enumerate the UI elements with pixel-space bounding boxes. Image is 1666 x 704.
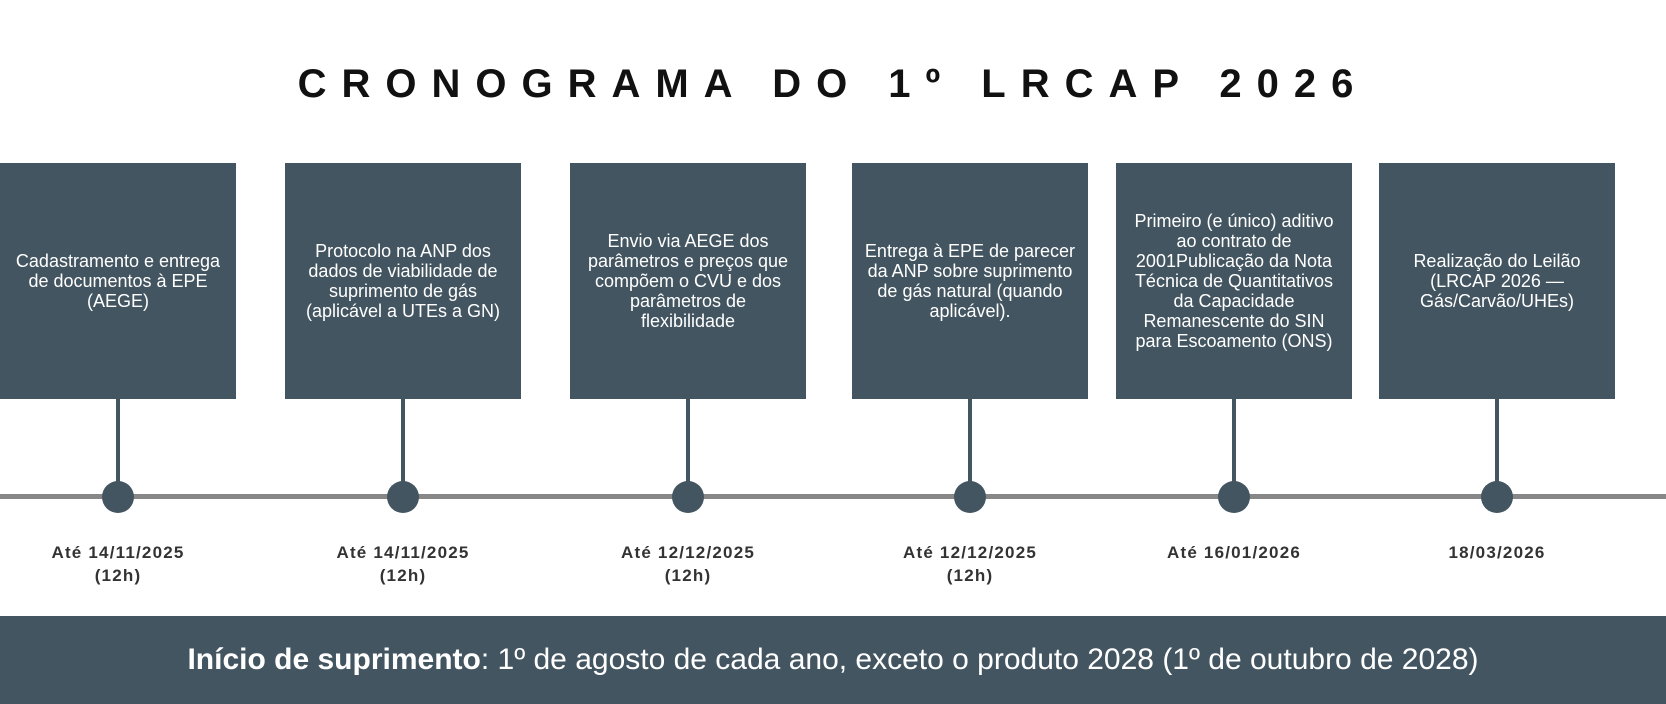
step-connector — [686, 399, 690, 496]
step-date: Até 14/11/2025 (12h) — [0, 541, 256, 587]
step-date: Até 16/01/2026 — [1096, 541, 1372, 564]
timeline-marker — [102, 481, 134, 513]
timeline-step: Entrega à EPE de parecer da ANP sobre su… — [852, 163, 1088, 585]
time-text: (12h) — [379, 566, 427, 585]
step-description: Protocolo na ANP dos dados de viabilidad… — [285, 163, 521, 399]
timeline-step: Cadastramento e entrega de documentos à … — [0, 163, 236, 585]
step-connector — [1232, 399, 1236, 496]
date-text: Até 14/11/2025 — [336, 543, 470, 562]
timeline-marker — [387, 481, 419, 513]
timeline-step: Envio via AEGE dos parâmetros e preços q… — [570, 163, 806, 585]
step-connector — [1495, 399, 1499, 496]
date-text: 18/03/2026 — [1448, 543, 1546, 562]
step-date: Até 12/12/2025 (12h) — [832, 541, 1108, 587]
date-text: Até 12/12/2025 — [903, 543, 1037, 562]
page-title: CRONOGRAMA DO 1º LRCAP 2026 — [297, 62, 1369, 106]
timeline-marker — [954, 481, 986, 513]
step-date: Até 14/11/2025 (12h) — [265, 541, 541, 587]
time-text: (12h) — [946, 566, 994, 585]
timeline-marker — [1218, 481, 1250, 513]
step-description: Realização do Leilão (LRCAP 2026 — Gás/C… — [1379, 163, 1615, 399]
timeline-step: Primeiro (e único) aditivo ao contrato d… — [1116, 163, 1352, 583]
timeline-step: Realização do Leilão (LRCAP 2026 — Gás/C… — [1379, 163, 1615, 583]
step-description: Envio via AEGE dos parâmetros e preços q… — [570, 163, 806, 399]
step-date: Até 12/12/2025 (12h) — [550, 541, 826, 587]
timeline-axis — [0, 494, 1666, 499]
time-text: (12h) — [94, 566, 142, 585]
step-description: Primeiro (e único) aditivo ao contrato d… — [1116, 163, 1352, 399]
step-connector — [968, 399, 972, 496]
date-text: Até 16/01/2026 — [1167, 543, 1301, 562]
step-description: Cadastramento e entrega de documentos à … — [0, 163, 236, 399]
timeline-marker — [1481, 481, 1513, 513]
supply-start-banner: Início de suprimento: 1º de agosto de ca… — [0, 616, 1666, 704]
date-text: Até 14/11/2025 — [51, 543, 185, 562]
step-connector — [401, 399, 405, 496]
step-date: 18/03/2026 — [1359, 541, 1635, 564]
banner-text: : 1º de agosto de cada ano, exceto o pro… — [480, 643, 1479, 676]
step-connector — [116, 399, 120, 496]
time-text: (12h) — [664, 566, 712, 585]
timeline-step: Protocolo na ANP dos dados de viabilidad… — [285, 163, 521, 585]
timeline-marker — [672, 481, 704, 513]
step-description: Entrega à EPE de parecer da ANP sobre su… — [852, 163, 1088, 399]
banner-label: Início de suprimento — [187, 643, 481, 676]
date-text: Até 12/12/2025 — [621, 543, 755, 562]
